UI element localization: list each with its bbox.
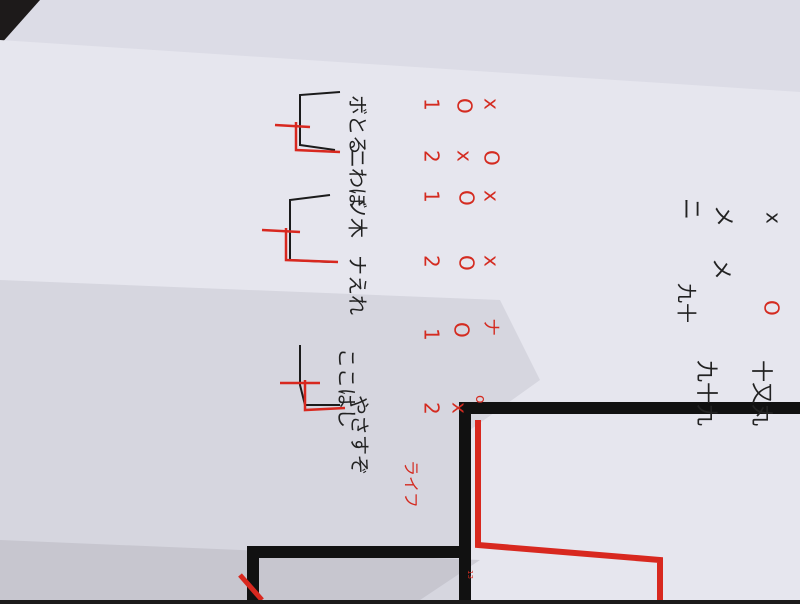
- mark-a: x: [453, 150, 477, 162]
- bracket-right: ニわぼ ボとる 2 1 x O O x: [274, 91, 504, 208]
- name-b: ソ木: [346, 198, 370, 238]
- score-a: 2: [420, 150, 444, 163]
- score-b: 1: [420, 190, 444, 203]
- extra-mark: o: [472, 395, 488, 404]
- note-row2-mark: メ: [708, 258, 733, 280]
- frame-red-upper: [475, 420, 663, 600]
- bracket-frame: [238, 402, 800, 602]
- mark-b: O: [450, 322, 474, 338]
- name-a: ニわぼ: [346, 148, 370, 208]
- frame-line-lower: [247, 546, 470, 600]
- note-row1-a: 九十九: [693, 360, 718, 426]
- note-row3-a: ニ: [678, 198, 703, 220]
- extra-label: ライフ: [402, 460, 421, 508]
- mark-b2: x: [480, 98, 504, 110]
- note-row2-a: 九十: [675, 283, 699, 323]
- bracket-red: [294, 122, 341, 154]
- note-row1-b: 十又丸: [748, 360, 773, 426]
- bracket-red: [284, 228, 339, 264]
- name-a: やさすぞ: [348, 395, 372, 475]
- extra-mark-b: ナ: [480, 318, 501, 336]
- name-a: ナえれ: [346, 255, 370, 315]
- bracket-red-tick: [274, 123, 311, 129]
- bracket-top-left: ここはし やさすぞ 1 O 2 x o ナ ライフ: [280, 318, 501, 508]
- score-a: 2: [420, 402, 444, 415]
- bracket-black: [299, 345, 340, 406]
- bracket-black: [299, 91, 341, 151]
- note-row1-mark: O: [760, 300, 784, 316]
- paper-shadow: [0, 280, 540, 600]
- frame-red-lower: [238, 573, 264, 602]
- name-b: ボとる: [346, 95, 370, 155]
- score-b: 1: [420, 328, 444, 341]
- mark-a: x: [448, 402, 472, 414]
- note-row4-mark: x: [762, 212, 786, 224]
- bottom-notes: 九十九 十又丸 O 九十 メ ニ メ x: [675, 198, 786, 426]
- score-b: 1: [420, 98, 444, 111]
- score-a: 2: [420, 255, 444, 268]
- bracket-mid: ナえれ ソ木 2 1 O x O x: [261, 190, 504, 315]
- note-row3-mark: メ: [710, 205, 735, 227]
- frame-line-upper: [459, 402, 800, 600]
- bracket-red: [303, 380, 346, 412]
- name-b: ここはし: [335, 348, 359, 428]
- mark-a2: O: [480, 150, 504, 166]
- mark-a: O: [455, 255, 479, 271]
- bracket-red-tick: [261, 228, 301, 234]
- tiny-label: 13: [466, 570, 474, 579]
- mark-a2: x: [480, 255, 504, 267]
- mark-b: O: [453, 98, 477, 114]
- mark-b: O: [455, 190, 479, 206]
- mark-b2: x: [480, 190, 504, 202]
